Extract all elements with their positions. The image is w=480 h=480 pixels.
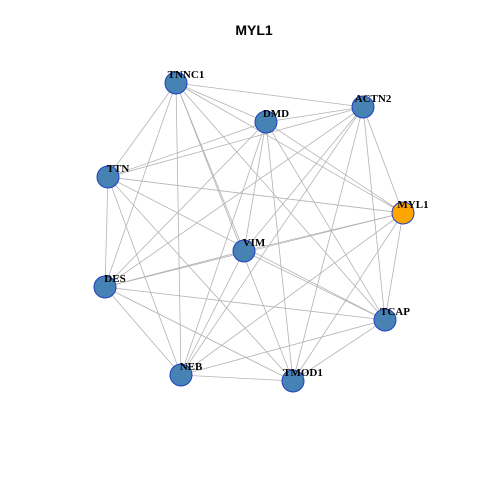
node-circle-des [93,275,117,299]
edges-layer [104,82,404,382]
edge-des-tcap [104,286,386,321]
edge-dmd-neb [180,121,267,376]
node-label-neb: NEB [180,361,203,373]
node-label-des: DES [104,273,125,285]
edge-actn2-tmod1 [292,106,364,382]
node-des: DES [93,273,126,299]
edge-neb-tmod1 [180,374,294,382]
edge-vim-tcap [243,250,386,321]
node-tcap: TCAP [373,306,410,332]
edge-des-neb [104,286,182,376]
edge-tnnc1-actn2 [175,82,364,108]
edge-dmd-ttn [107,121,267,178]
edge-tnnc1-myl1 [175,82,404,214]
edge-actn2-neb [180,106,364,376]
edge-vim-neb [180,250,245,376]
edge-actn2-ttn [107,106,364,178]
plot-title: MYL1 [235,22,273,38]
edge-actn2-tcap [362,106,386,321]
node-circle-tnnc1 [164,71,188,95]
edge-ttn-neb [107,176,182,376]
node-circle-vim [232,239,256,263]
node-dmd: DMD [254,108,289,134]
node-actn2: ACTN2 [351,93,392,119]
edge-des-tmod1 [104,286,294,382]
edge-tcap-tmod1 [292,319,386,382]
edge-actn2-vim [243,106,364,252]
node-circle-dmd [254,110,278,134]
edge-tnnc1-ttn [107,82,177,178]
node-label-myl1: MYL1 [397,199,428,211]
edge-tnnc1-dmd [175,82,267,123]
node-circle-tmod1 [281,369,305,393]
edge-dmd-tmod1 [265,121,294,382]
node-label-tmod1: TMOD1 [283,367,323,379]
node-label-actn2: ACTN2 [355,93,392,105]
edge-tnnc1-tmod1 [175,82,294,382]
edge-dmd-vim [243,121,267,252]
edge-ttn-tmod1 [107,176,294,382]
edge-actn2-des [104,106,364,288]
node-tmod1: TMOD1 [281,367,323,393]
node-label-tcap: TCAP [380,306,410,318]
node-vim: VIM [232,237,266,263]
node-circle-myl1 [391,201,415,225]
node-circle-tcap [373,308,397,332]
edge-dmd-actn2 [265,106,364,123]
edge-vim-des [104,250,245,288]
node-circle-ttn [96,165,120,189]
edge-tcap-neb [180,319,386,376]
node-label-tnnc1: TNNC1 [168,69,205,81]
edge-ttn-des [104,176,109,288]
edge-dmd-myl1 [265,121,404,214]
edge-tnnc1-tcap [175,82,386,321]
edge-myl1-tcap [384,212,404,321]
node-myl1: MYL1 [391,199,429,225]
edge-tnnc1-neb [175,82,182,376]
node-circle-neb [169,363,193,387]
edge-tnnc1-des [104,82,177,288]
node-neb: NEB [169,361,203,387]
node-ttn: TTN [96,163,130,189]
node-tnnc1: TNNC1 [164,69,205,95]
edge-myl1-tmod1 [292,212,404,382]
edge-dmd-des [104,121,267,288]
node-label-dmd: DMD [263,108,289,120]
edge-ttn-myl1 [107,176,404,214]
node-label-ttn: TTN [107,163,130,175]
node-circle-actn2 [351,95,375,119]
edge-actn2-myl1 [362,106,404,214]
edge-dmd-tcap [265,121,386,321]
node-label-vim: VIM [243,237,266,249]
edge-myl1-neb [180,212,404,376]
